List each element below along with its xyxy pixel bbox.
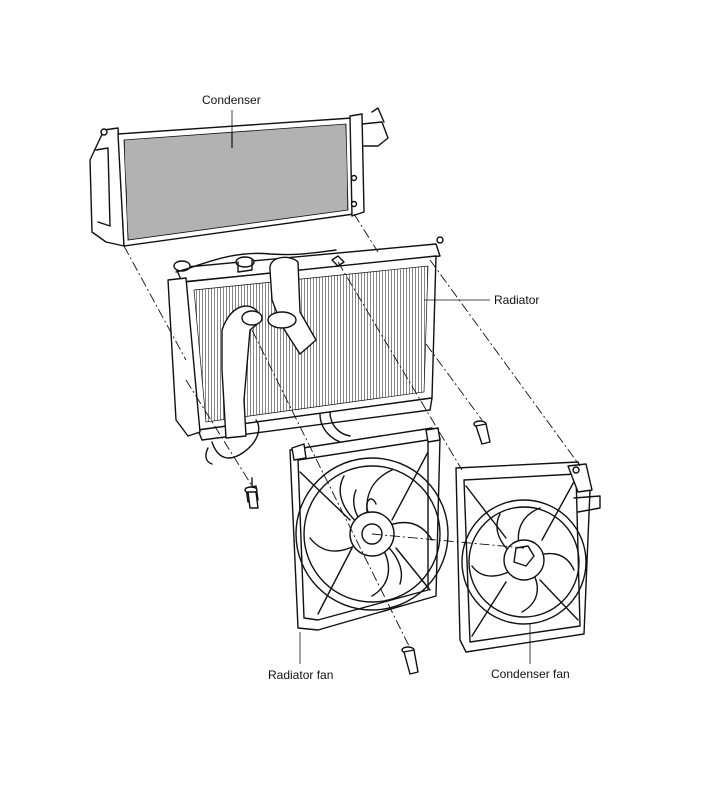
bolt-upper-right — [473, 420, 491, 445]
radiator-label: Radiator — [494, 293, 539, 307]
condenser-part — [89, 107, 389, 247]
condenser-label: Condenser — [202, 93, 261, 107]
assembly-lines — [123, 213, 581, 649]
radiator-fan-label: Radiator fan — [268, 668, 333, 682]
condenser-fan-part — [455, 461, 601, 653]
radiator-fan-part — [289, 427, 449, 631]
condenser-fan-label: Condenser fan — [491, 667, 570, 681]
radiator-part — [167, 236, 444, 465]
bolt-left — [244, 477, 259, 509]
bolt-lower — [401, 646, 419, 675]
